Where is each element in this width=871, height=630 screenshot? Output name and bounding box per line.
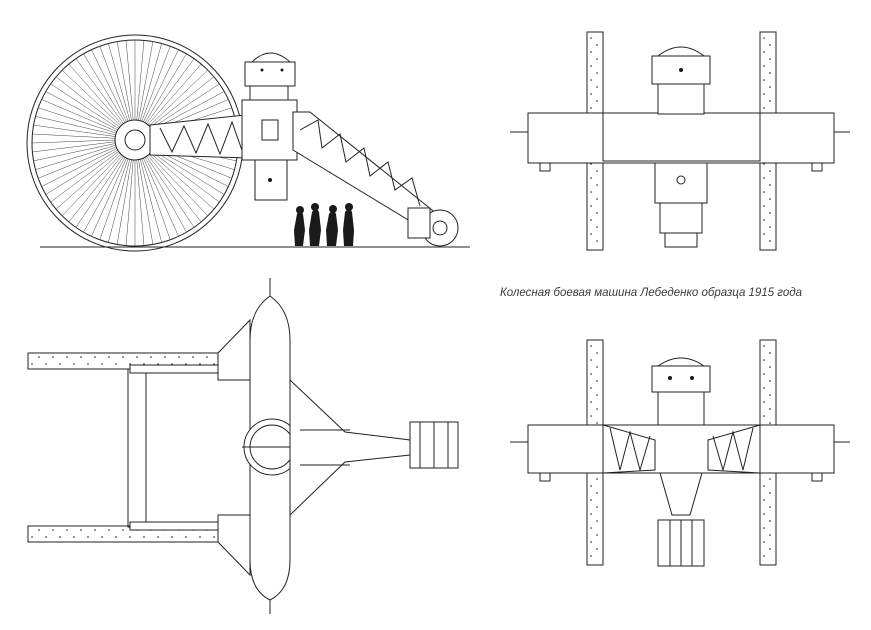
side-tower (241, 52, 298, 201)
figure-caption: Колесная боевая машина Лебеденко образца… (500, 287, 802, 299)
rear-axle (527, 424, 835, 474)
side-human-figures (294, 203, 354, 246)
side-rear-roller (407, 207, 459, 247)
front-view (510, 31, 850, 251)
side-front-truss (149, 114, 251, 159)
rear-view (510, 339, 850, 567)
side-view (26, 34, 470, 252)
top-view (27, 278, 459, 614)
